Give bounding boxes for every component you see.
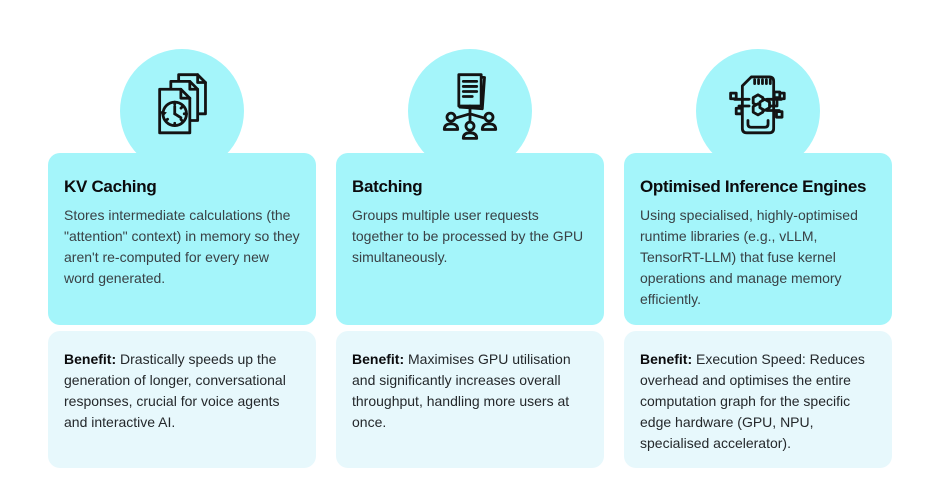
card-description: Using specialised, highly-optimised runt… (640, 207, 858, 307)
benefit-text: Benefit: Execution Speed: Reduces overhe… (640, 349, 876, 454)
chip-circuit-icon (729, 75, 786, 135)
benefit-label: Benefit: (640, 351, 693, 367)
benefit-label: Benefit: (64, 351, 117, 367)
card-description: Groups multiple user requests together t… (352, 207, 584, 265)
inference-engines-benefit-card: Benefit: Execution Speed: Reduces overhe… (624, 331, 892, 468)
benefit-text: Benefit: Maximises GPU utilisation and s… (352, 349, 588, 433)
benefit-label: Benefit: (352, 351, 405, 367)
batching-benefit-card: Benefit: Maximises GPU utilisation and s… (336, 331, 604, 468)
kv-caching-benefit-card: Benefit: Drastically speeds up the gener… (48, 331, 316, 468)
inference-engines-icon-circle (696, 49, 820, 173)
card-title: Optimised Inference Engines (640, 177, 867, 196)
benefit-body: Execution Speed: Reduces overhead and op… (640, 351, 865, 451)
kv-caching-card: KV Caching Stores intermediate calculati… (48, 153, 316, 325)
benefit-text: Benefit: Drastically speeds up the gener… (64, 349, 300, 433)
documents-clock-icon (158, 73, 207, 135)
inference-optimisation-infographic: KV Caching Stores intermediate calculati… (48, 0, 892, 468)
card-kv-caching: KV Caching Stores intermediate calculati… (48, 0, 316, 468)
batching-icon-circle (408, 49, 532, 173)
card-title: KV Caching (64, 177, 157, 196)
card-description: Stores intermediate calculations (the "a… (64, 207, 300, 286)
document-users-icon (442, 73, 498, 140)
card-batching: Batching Groups multiple user requests t… (336, 0, 604, 468)
card-title: Batching (352, 177, 423, 196)
batching-card: Batching Groups multiple user requests t… (336, 153, 604, 325)
card-optimised-inference-engines: Optimised Inference Engines Using specia… (624, 0, 892, 468)
kv-caching-icon-circle (120, 49, 244, 173)
inference-engines-card: Optimised Inference Engines Using specia… (624, 153, 892, 325)
benefit-body: Drastically speeds up the generation of … (64, 351, 286, 430)
benefit-body: Maximises GPU utilisation and significan… (352, 351, 571, 430)
